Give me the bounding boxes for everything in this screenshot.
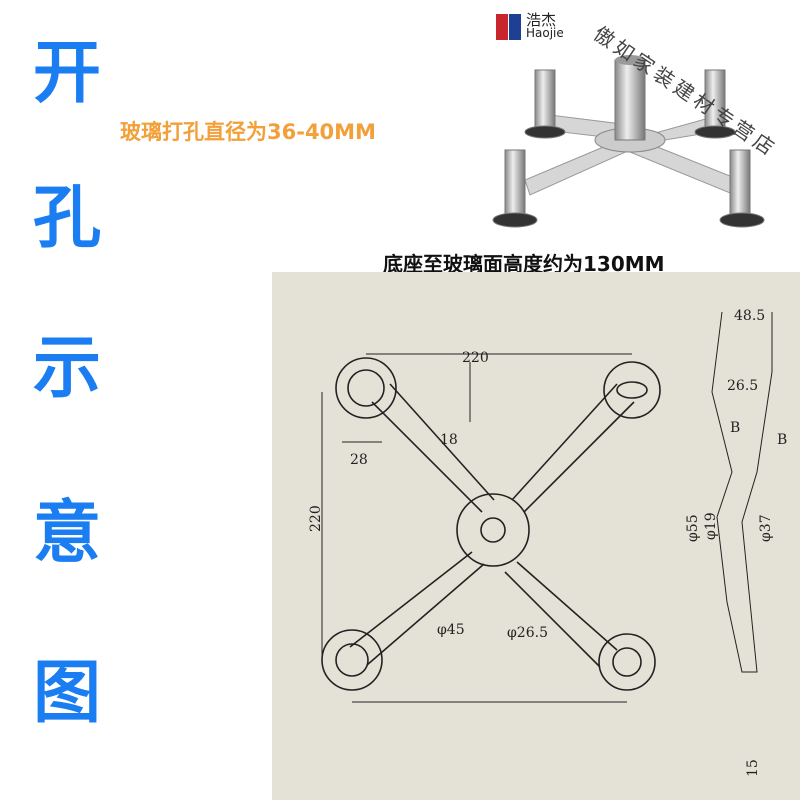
side-26-5: 26.5 xyxy=(727,378,758,394)
logo-mark-icon xyxy=(496,12,522,42)
technical-drawing: 220 18 28 220 φ45 φ26.5 48.5 26.5 B B φ5… xyxy=(272,272,800,800)
brand-en: Haojie xyxy=(526,26,564,40)
side-b1: B xyxy=(730,420,740,436)
side-phi19: φ19 xyxy=(703,512,719,540)
dim-phi26-5: φ26.5 xyxy=(507,625,548,641)
side-15: 15 xyxy=(745,759,761,777)
spider-outline xyxy=(321,357,661,691)
side-b2: B xyxy=(777,432,787,448)
brand-cn: 浩杰 xyxy=(526,11,557,29)
dim-span-top: 220 xyxy=(462,350,489,366)
product-photo xyxy=(492,55,765,228)
dimension-lines xyxy=(321,311,773,703)
dim-phi45: φ45 xyxy=(437,622,465,638)
side-phi55: φ55 xyxy=(685,514,701,542)
title-char: 意 xyxy=(32,494,101,573)
brand-logo: 浩杰 Haojie xyxy=(496,12,564,42)
title-char: 孔 xyxy=(32,179,101,258)
title-char: 图 xyxy=(32,654,101,733)
side-48-5: 48.5 xyxy=(734,308,765,324)
dim-span-left: 220 xyxy=(308,505,324,532)
dim-28: 28 xyxy=(350,452,368,468)
hole-diameter-note: 玻璃打孔直径为36-40MM xyxy=(120,120,376,144)
side-phi37: φ37 xyxy=(758,514,774,542)
title-char: 开 xyxy=(32,34,101,113)
fittings xyxy=(492,69,765,228)
dim-18: 18 xyxy=(440,432,458,448)
title-char: 示 xyxy=(32,329,101,408)
